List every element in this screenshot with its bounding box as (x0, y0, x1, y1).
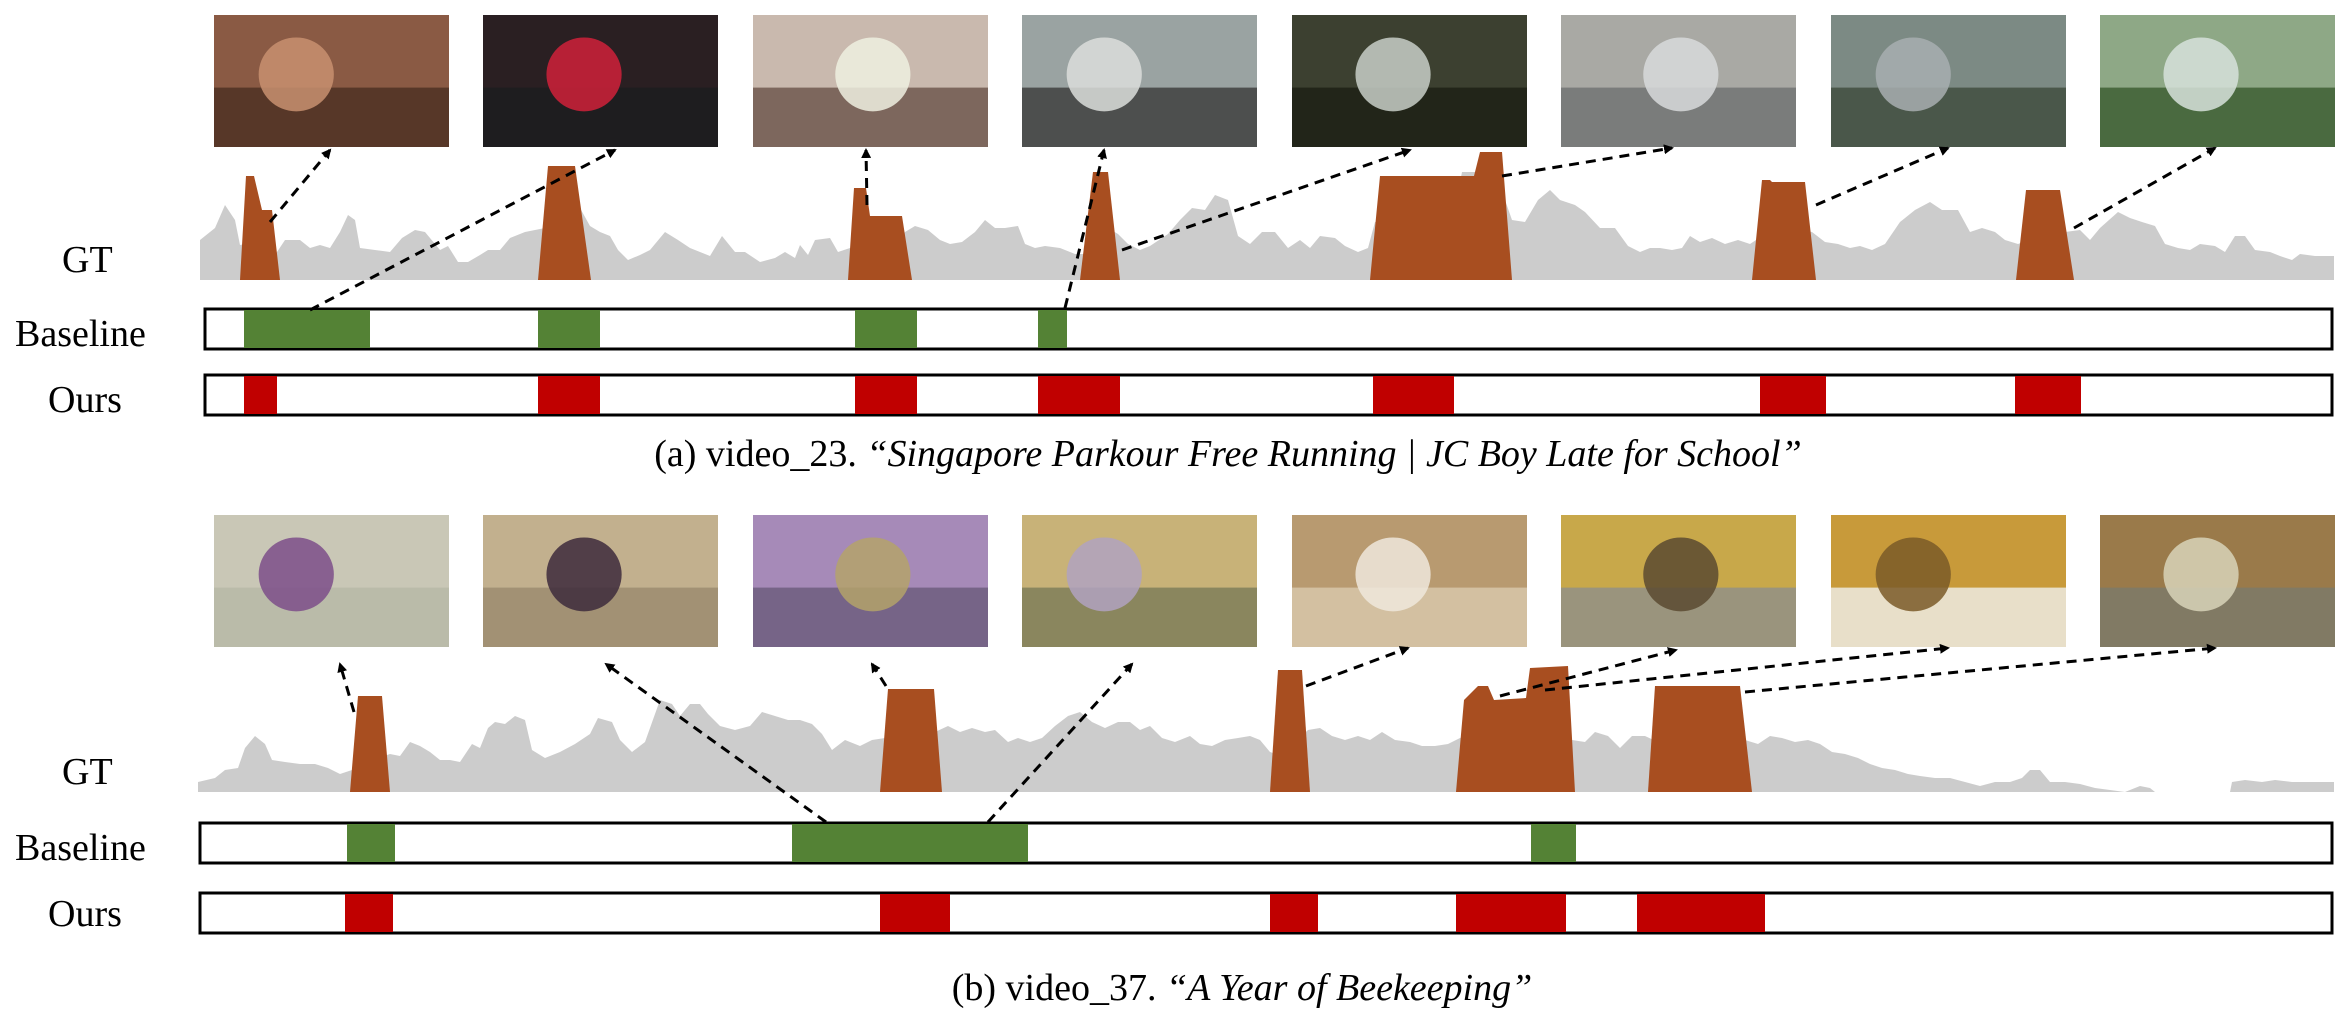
panel-a: GT Baseline Ours (15, 15, 2335, 475)
baseline-label-b: Baseline (15, 827, 146, 869)
gt-label-b: GT (62, 751, 113, 793)
street-jump-frame (1561, 15, 1796, 147)
train-station-frame (1292, 15, 1527, 147)
overhead-bridge-frame (2100, 15, 2335, 147)
ours-segment (1456, 894, 1566, 932)
caption-a: (a) video_23. “Singapore Parkour Free Ru… (654, 433, 1802, 475)
baseline-track-a (203, 307, 2334, 351)
gt-score-profile-b (198, 700, 2334, 792)
gt-peak (1370, 152, 1512, 280)
ours-segment (538, 376, 600, 414)
gt-highlights-a (240, 152, 2074, 280)
arrow (1305, 646, 1410, 688)
gt-label-a: GT (62, 239, 113, 281)
baseline-segment (538, 310, 600, 348)
ours-segment (1760, 376, 1826, 414)
lavender-dark-frame (483, 515, 718, 647)
gt-peak (848, 188, 912, 280)
lavender-single-frame (214, 515, 449, 647)
baseline-segment (347, 824, 395, 862)
ours-segment (1637, 894, 1765, 932)
gt-highlights-b (350, 666, 1752, 792)
baseline-segment (792, 824, 1028, 862)
ours-segment (1373, 376, 1454, 414)
baseline-segment (1038, 310, 1067, 348)
arrow (1499, 647, 1678, 698)
arrow (1815, 146, 1950, 207)
honeycomb-hand-frame (1831, 515, 2066, 647)
ours-label-a: Ours (48, 379, 122, 421)
baseline-label-a: Baseline (15, 313, 146, 355)
gt-peak (1752, 180, 1816, 280)
ours-segment (2015, 376, 2081, 414)
lavender-bees-frame (753, 515, 988, 647)
panel-b: GT Baseline Ours (15, 515, 2335, 1009)
arrow (2073, 146, 2217, 230)
baseline-segment (855, 310, 917, 348)
ours-segment (244, 376, 277, 414)
gt-score-profile-a (200, 172, 2334, 280)
baseline-segments-b (347, 824, 1576, 862)
arrow (1501, 144, 1674, 178)
gt-peak (2016, 190, 2074, 280)
hive-box-frame (1292, 515, 1527, 647)
man-face-frame (214, 15, 449, 147)
gt-peak (1080, 172, 1120, 280)
arrows-a (268, 144, 2217, 312)
gt-peak (240, 176, 280, 280)
arrow (986, 662, 1134, 824)
arrow (337, 662, 356, 713)
hive-frame-bees-frame (1561, 515, 1796, 647)
ours-segment (345, 894, 393, 932)
arrows-b (337, 643, 2217, 824)
baseline-track-b (198, 821, 2334, 865)
ours-segments-a (244, 376, 2081, 414)
ours-segment (880, 894, 950, 932)
caption-b: (b) video_37. “A Year of Beekeeping” (952, 967, 1533, 1009)
arrow (309, 148, 617, 312)
digital-clock-frame (483, 15, 718, 147)
ours-segment (855, 376, 917, 414)
frames-row-b (214, 515, 2335, 647)
arrow (604, 662, 827, 824)
honey-frame-glove-frame (2100, 515, 2335, 647)
arrow (268, 148, 332, 223)
ours-label-b: Ours (48, 893, 122, 935)
arrow (861, 148, 872, 206)
gt-peak (1648, 686, 1752, 792)
gt-peak (350, 696, 390, 792)
baseline-segments-a (244, 310, 1067, 348)
gt-peak (538, 166, 591, 280)
ours-segment (1270, 894, 1318, 932)
rooftop-path-frame (1831, 15, 2066, 147)
arrow (870, 662, 888, 687)
ours-track-b (198, 891, 2334, 935)
beehives-field-frame (1022, 515, 1257, 647)
ours-segments-b (345, 894, 1765, 932)
runner-elevator-frame (753, 15, 988, 147)
frames-row-a (214, 15, 2335, 147)
turnstile-gates-frame (1022, 15, 1257, 147)
ours-track-a (203, 373, 2334, 417)
gt-peak (1456, 666, 1575, 792)
ours-segment (1038, 376, 1120, 414)
arrow (1744, 643, 2217, 694)
gt-peak (880, 689, 942, 792)
baseline-segment (1531, 824, 1576, 862)
baseline-segment (244, 310, 370, 348)
gt-peak (1270, 670, 1310, 792)
